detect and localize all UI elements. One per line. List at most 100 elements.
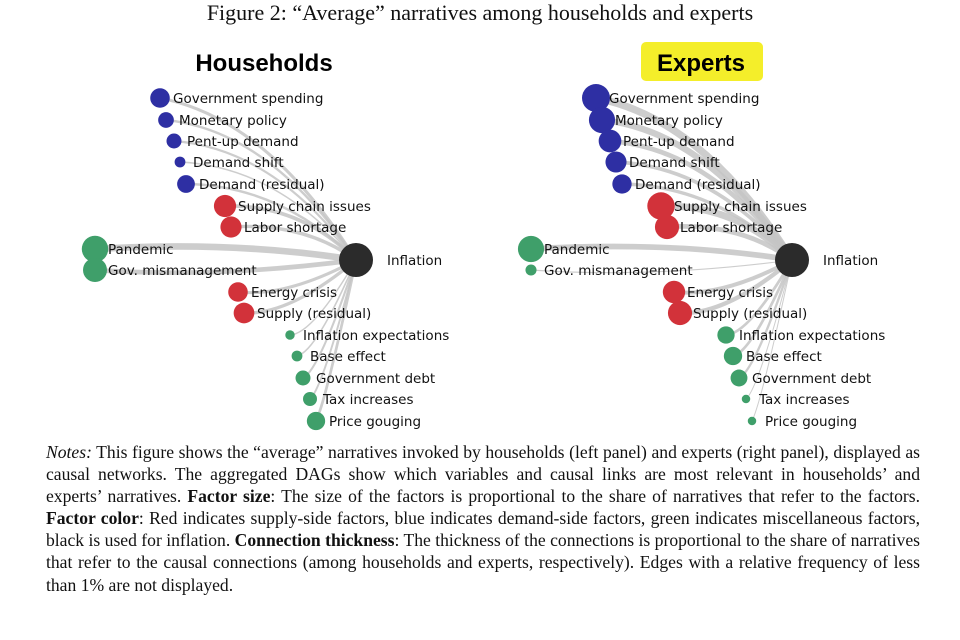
households-label-base-effect: Base effect [310, 349, 386, 365]
notes-thickness-text: : The thickness of the connections is pr… [46, 530, 920, 595]
households-edge-supply-residual [243, 258, 358, 315]
households-label-gov-mismanagement: Gov. mismanagement [108, 263, 257, 279]
households-node-energy-crisis [228, 282, 248, 302]
experts-edge-tax-increases [745, 259, 793, 400]
figure-notes: Notes: This figure shows the “average” n… [46, 441, 920, 596]
households-node-base-effect [291, 350, 303, 362]
experts-label-gov-mismanagement: Gov. mismanagement [544, 263, 693, 279]
households-node-labor-shortage [220, 216, 242, 238]
experts-node-inflation [775, 243, 809, 277]
households-label-demand-residual: Demand (residual) [199, 177, 325, 193]
households-edges [94, 96, 358, 422]
experts-edge-supply-chain-issues [660, 202, 795, 263]
experts-node-labor-shortage [654, 214, 680, 240]
experts-label-government-spending: Government spending [609, 91, 759, 107]
households-label-labor-shortage: Labor shortage [244, 220, 346, 236]
experts-label-monetary-policy: Monetary policy [615, 113, 723, 129]
households-label-tax-increases: Tax increases [322, 392, 414, 408]
households-label-energy-crisis: Energy crisis [251, 285, 337, 301]
experts-label-inflation-expectations: Inflation expectations [739, 328, 885, 344]
experts-label-pent-up-demand: Pent-up demand [623, 134, 735, 150]
experts-label-supply-chain-issues: Supply chain issues [674, 199, 807, 215]
notes-intro: This figure shows the “average” narrativ… [46, 442, 920, 507]
households-label-pandemic: Pandemic [108, 242, 174, 258]
households-label-monetary-policy: Monetary policy [179, 113, 287, 129]
households-edge-supply-chain-issues [224, 204, 358, 262]
experts-label-price-gouging: Price gouging [765, 414, 857, 430]
notes-size-label: Factor size [187, 486, 271, 507]
experts-label-energy-crisis: Energy crisis [687, 285, 773, 301]
experts-node-supply-residual [667, 300, 693, 326]
households-node-monetary-policy [158, 112, 174, 128]
notes-thickness-label: Connection thickness [234, 530, 395, 551]
experts-node-pandemic [517, 235, 545, 263]
experts-label-inflation: Inflation [823, 253, 878, 269]
experts-edge-pent-up-demand [609, 138, 794, 262]
households-node-supply-chain-issues [213, 194, 237, 218]
experts-title-highlight [641, 42, 763, 81]
experts-node-government-debt [730, 369, 748, 387]
notes-color-text: : Red indicates supply-side factors, blu… [46, 508, 920, 551]
households-label-demand-shift: Demand shift [193, 155, 284, 171]
experts-node-tax-increases [741, 394, 751, 404]
experts-node-inflation-expectations [717, 326, 735, 344]
experts-label-labor-shortage: Labor shortage [680, 220, 782, 236]
experts-node-supply-chain-issues [647, 192, 675, 220]
experts-edges [530, 94, 796, 422]
households-node-inflation [339, 243, 373, 277]
households-edge-pandemic [94, 243, 357, 264]
experts-edge-gov-mismanagement [530, 259, 793, 274]
households-label-government-debt: Government debt [316, 371, 435, 387]
households-label-supply-chain-issues: Supply chain issues [238, 199, 371, 215]
experts-label-supply-residual: Supply (residual) [693, 306, 807, 322]
households-node-pent-up-demand [166, 133, 182, 149]
households-edge-demand-shift [179, 161, 357, 261]
households-panel-title: Households [195, 50, 332, 77]
experts-node-demand-shift [605, 151, 627, 173]
households-label-supply-residual: Supply (residual) [257, 306, 371, 322]
notes-color-label: Factor color [46, 508, 139, 529]
households-label-government-spending: Government spending [173, 91, 323, 107]
households-node-price-gouging [306, 411, 326, 431]
experts-label-government-debt: Government debt [752, 371, 871, 387]
households-label-inflation-expectations: Inflation expectations [303, 328, 449, 344]
experts-node-price-gouging [747, 416, 757, 426]
experts-node-gov-mismanagement [525, 264, 537, 276]
experts-node-energy-crisis [662, 280, 686, 304]
experts-label-base-effect: Base effect [746, 349, 822, 365]
households-node-demand-residual [177, 175, 195, 193]
experts-edge-pandemic [530, 243, 793, 263]
households-node-gov-mismanagement [83, 258, 107, 282]
households-edge-monetary-policy [165, 118, 358, 261]
households-node-government-debt [295, 370, 311, 386]
households-label-inflation: Inflation [387, 253, 442, 269]
households-node-pandemic [81, 235, 109, 263]
households-node-tax-increases [303, 392, 317, 406]
figure-title: Figure 2: “Average” narratives among hou… [206, 0, 754, 25]
households-label-price-gouging: Price gouging [329, 414, 421, 430]
notes-lead: Notes: [46, 442, 92, 462]
experts-panel-title: Experts [657, 50, 745, 77]
households-node-supply-residual [233, 302, 255, 324]
experts-node-base-effect [723, 346, 743, 366]
households-edge-gov-mismanagement [94, 257, 357, 276]
experts-node-pent-up-demand [598, 129, 622, 153]
experts-node-demand-residual [612, 174, 632, 194]
households-label-pent-up-demand: Pent-up demand [187, 134, 299, 150]
experts-label-demand-shift: Demand shift [629, 155, 720, 171]
notes-size-text: : The size of the factors is proportiona… [270, 486, 920, 507]
households-edge-inflation-expectations [289, 259, 357, 336]
households-node-inflation-expectations [285, 330, 295, 340]
experts-label-pandemic: Pandemic [544, 242, 610, 258]
households-node-demand-shift [174, 156, 186, 168]
experts-label-tax-increases: Tax increases [758, 392, 850, 408]
households-edge-pent-up-demand [173, 139, 357, 261]
experts-node-monetary-policy [588, 106, 616, 134]
experts-edge-price-gouging [751, 259, 793, 422]
experts-label-demand-residual: Demand (residual) [635, 177, 761, 193]
